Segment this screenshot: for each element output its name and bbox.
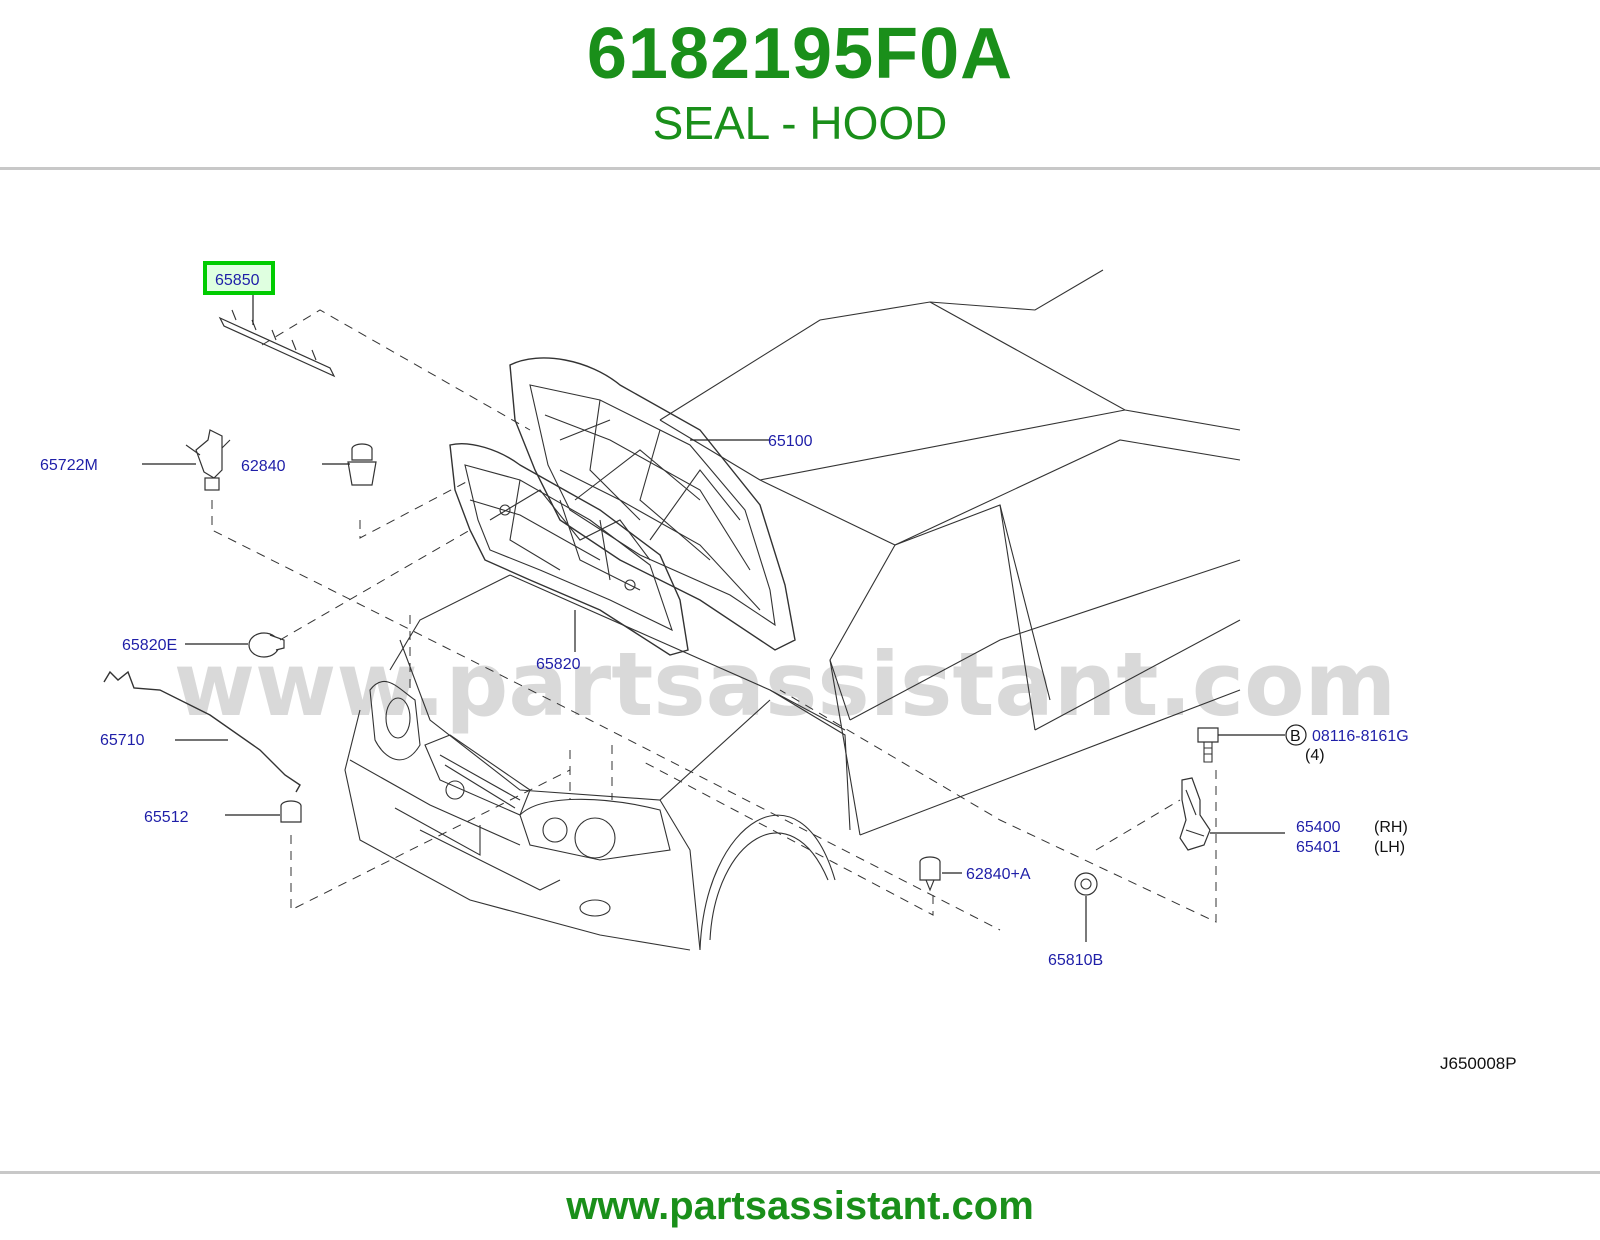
label-65400[interactable]: 65400: [1296, 819, 1341, 836]
diagram-code: J650008P: [1440, 1054, 1517, 1073]
page-header: 6182195F0A SEAL - HOOD: [0, 0, 1600, 170]
watermark-text: www.partsassistant.com: [174, 633, 1397, 736]
bumper-62840a-drawing: [919, 856, 941, 892]
label-65400-side: (RH): [1374, 819, 1408, 836]
hood-panel-drawing: [509, 357, 796, 651]
assembly-dashed-lines: [211, 309, 1217, 931]
highlight-box: [203, 261, 275, 295]
hood-rod-drawing: [103, 670, 301, 793]
footer-divider: [0, 1171, 1600, 1174]
label-65722m[interactable]: 65722M: [40, 457, 98, 474]
label-62840[interactable]: 62840: [241, 458, 286, 475]
bolt-marker-circle: [1285, 724, 1307, 746]
footer-url-link[interactable]: www.partsassistant.com: [566, 1184, 1034, 1228]
part-number-title: 6182195F0A: [586, 14, 1014, 94]
label-65820[interactable]: 65820: [536, 656, 581, 673]
bolt-marker-letter: B: [1290, 728, 1301, 745]
clip-65820e-drawing: [248, 632, 285, 658]
label-bolt-quantity: (4): [1305, 747, 1325, 764]
clip-65722m-drawing: [185, 429, 231, 491]
grommet-65512-drawing: [280, 800, 302, 823]
part-name-subtitle: SEAL - HOOD: [652, 97, 948, 149]
label-65512[interactable]: 65512: [144, 809, 189, 826]
label-65100[interactable]: 65100: [768, 433, 813, 450]
label-62840a[interactable]: 62840+A: [966, 866, 1031, 883]
leader-lines: [142, 290, 1285, 942]
bumper-62840-drawing: [347, 443, 377, 486]
nut-65810b-drawing: [1074, 872, 1098, 896]
car-body-drawing: [344, 269, 1241, 951]
label-65401[interactable]: 65401: [1296, 839, 1341, 856]
label-65810b[interactable]: 65810B: [1048, 952, 1103, 969]
hood-insulator-drawing: [449, 443, 689, 656]
header-divider: [0, 167, 1600, 170]
hinge-drawing: [1179, 777, 1211, 851]
label-65850[interactable]: 65850: [215, 272, 260, 289]
label-08116-8161g[interactable]: 08116-8161G: [1312, 728, 1409, 745]
label-65820e[interactable]: 65820E: [122, 637, 177, 654]
label-65401-side: (LH): [1374, 839, 1405, 856]
hood-seal-strip-drawing: [218, 309, 336, 378]
label-65710[interactable]: 65710: [100, 732, 145, 749]
bolt-drawing: [1197, 727, 1219, 763]
